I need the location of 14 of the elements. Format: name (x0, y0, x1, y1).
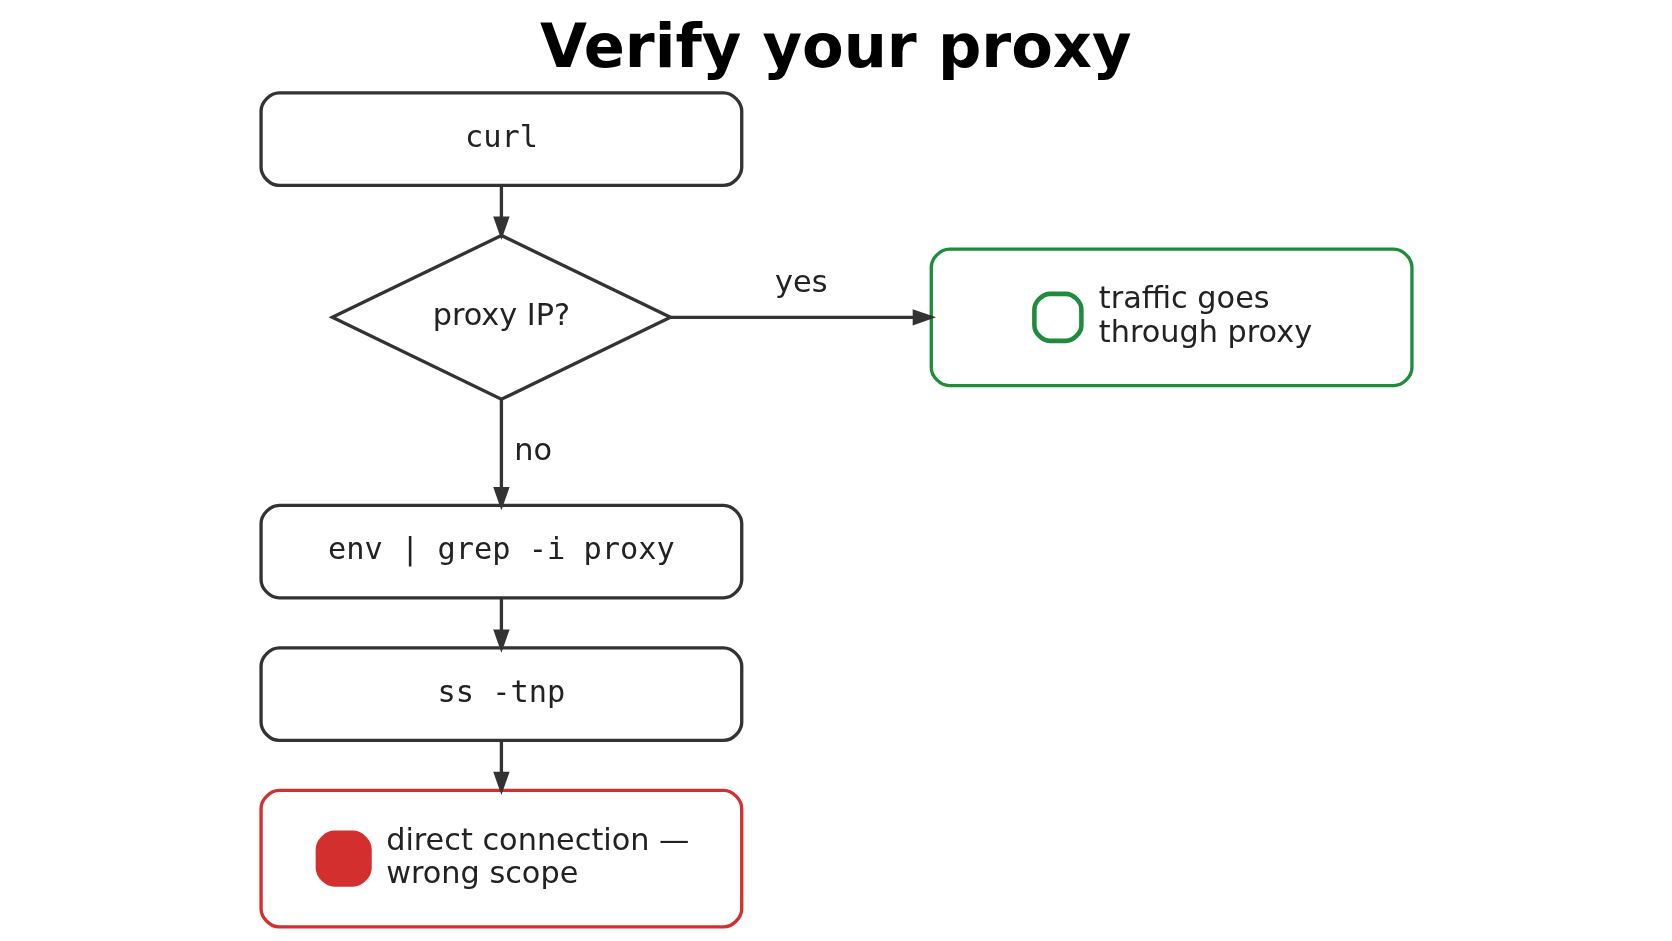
node-box: env | grep -i proxy (258, 503, 743, 600)
edge-label: yes (774, 263, 827, 299)
arrow (492, 399, 510, 511)
diagram-title: Verify your proxy (539, 11, 1132, 82)
node-diamond: proxy IP? (328, 233, 674, 402)
node-box: curl (258, 91, 743, 188)
node-box: ss -tnp (258, 646, 743, 743)
arrow (670, 309, 936, 326)
node-box: traffic goes through proxy (929, 247, 1414, 388)
edge-label: no (513, 431, 552, 467)
node-box: direct connection — wrong scope (258, 788, 743, 929)
arrow (492, 185, 510, 240)
arrow (492, 598, 510, 653)
arrow (492, 740, 510, 796)
